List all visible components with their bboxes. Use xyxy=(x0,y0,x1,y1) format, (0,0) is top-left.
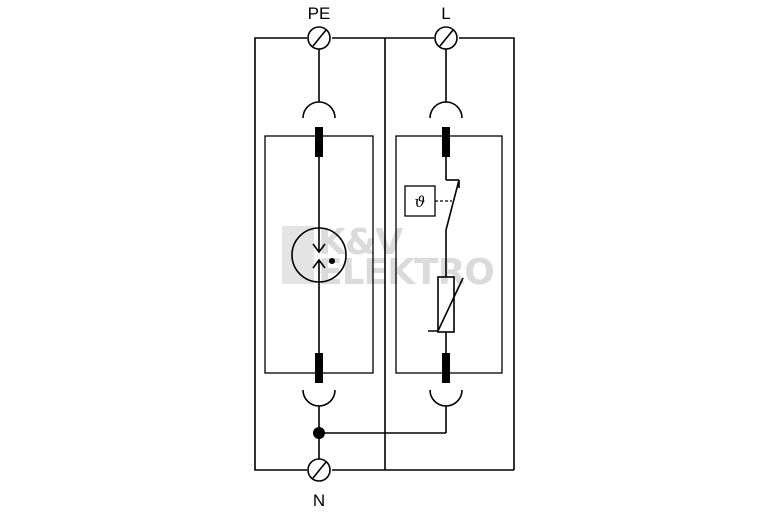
l-module: ϑ xyxy=(319,49,503,434)
terminal-pe-icon xyxy=(307,26,331,50)
plug-socket-bottom-right-icon xyxy=(429,389,463,407)
terminal-label-n: N xyxy=(313,491,325,510)
terminal-label-l: L xyxy=(441,4,450,23)
watermark-line1: K&V xyxy=(318,222,403,263)
terminal-n-icon xyxy=(307,458,331,482)
contact-top-left xyxy=(315,127,323,157)
terminal-label-pe: PE xyxy=(308,4,331,23)
plug-socket-top-left-icon xyxy=(302,101,336,119)
plug-socket-bottom-left-icon xyxy=(302,389,336,407)
contact-top-right xyxy=(442,127,450,157)
terminal-l-icon xyxy=(434,26,458,50)
thermal-disconnector-icon: ϑ xyxy=(404,179,460,240)
plug-socket-top-right-icon xyxy=(429,101,463,119)
thermal-symbol: ϑ xyxy=(415,193,426,211)
contact-bottom-left xyxy=(315,353,323,383)
pe-module xyxy=(264,49,374,459)
watermark-line2: ELEKTRO xyxy=(318,252,494,293)
housing-outline xyxy=(254,37,515,471)
watermark-logo-block xyxy=(282,226,314,284)
contact-bottom-right xyxy=(442,353,450,383)
watermark: K&V ELEKTRO xyxy=(282,222,495,293)
